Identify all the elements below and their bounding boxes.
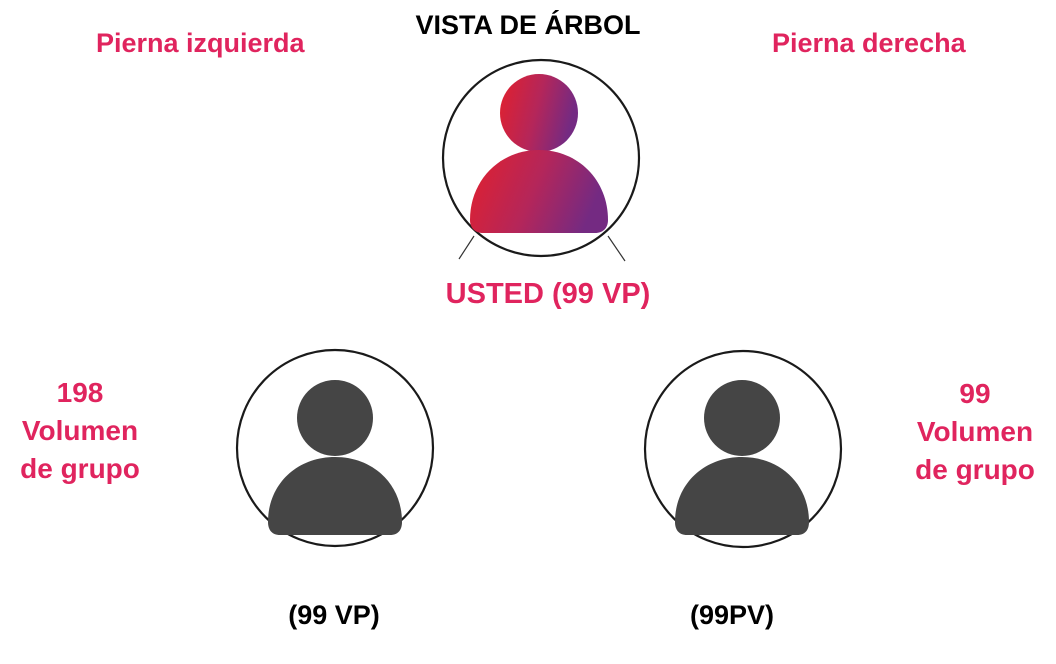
right-child-label: (99PV) — [689, 600, 775, 630]
left-leg-label: Pierna izquierda — [96, 28, 305, 58]
you-node — [441, 58, 641, 258]
left-group-volume: 198 Volumen de grupo — [0, 374, 160, 488]
left-group-volume-line1: Volumen — [21, 415, 139, 446]
right-child-avatar-icon — [675, 380, 809, 535]
left-child-label: (99 VP) — [288, 600, 380, 630]
you-avatar-icon — [470, 74, 608, 233]
page-title: VISTA DE ÁRBOL — [415, 10, 641, 40]
left-child-node — [235, 348, 435, 548]
right-leg-label: Pierna derecha — [772, 28, 966, 58]
you-label: USTED (99 VP) — [445, 278, 651, 310]
right-group-volume-line2: de grupo — [915, 454, 1035, 485]
connector-right — [607, 235, 626, 262]
left-group-volume-number: 198 — [56, 377, 104, 408]
left-group-volume-line2: de grupo — [20, 453, 140, 484]
connector-left — [458, 235, 475, 260]
right-child-node — [643, 349, 843, 549]
right-group-volume-line1: Volumen — [916, 416, 1034, 447]
right-group-volume-number: 99 — [959, 378, 991, 409]
left-child-avatar-icon — [268, 380, 402, 535]
right-group-volume: 99 Volumen de grupo — [900, 375, 1050, 489]
